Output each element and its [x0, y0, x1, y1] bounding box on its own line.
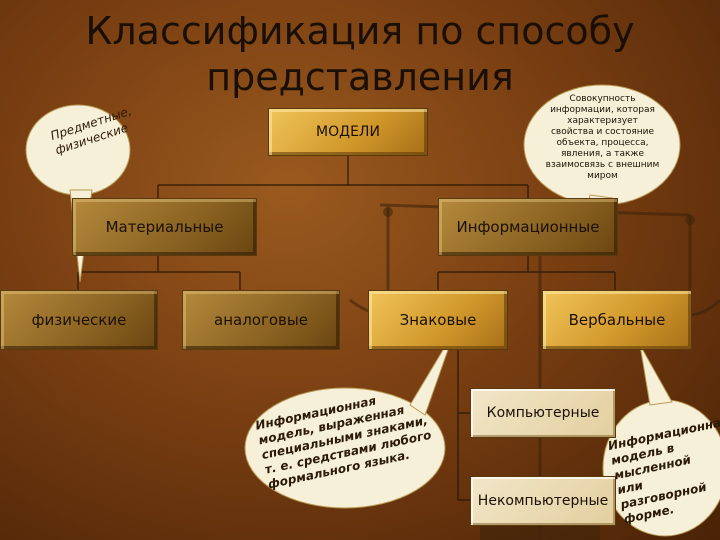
callout-info-definition: Совокупность информации, которая характе… — [545, 94, 660, 181]
node-verbal: Вербальные — [542, 290, 692, 350]
node-analog-label: аналоговые — [214, 311, 308, 329]
node-material: Материальные — [72, 198, 257, 256]
page-title: Классификация по способу представления — [85, 9, 635, 99]
node-computer-label: Компьютерные — [486, 405, 600, 421]
node-noncomputer: Некомпьютерные — [470, 476, 616, 526]
node-noncomputer-label: Некомпьютерные — [477, 493, 609, 509]
node-physical-label: физические — [31, 311, 127, 329]
node-sign: Знаковые — [368, 290, 508, 350]
node-computer: Компьютерные — [470, 388, 616, 438]
node-models-label: МОДЕЛИ — [316, 124, 380, 140]
node-informational-label: Информационные — [456, 218, 600, 236]
node-models: МОДЕЛИ — [268, 108, 428, 156]
node-verbal-label: Вербальные — [568, 311, 666, 329]
node-material-label: Материальные — [105, 218, 224, 236]
node-sign-label: Знаковые — [399, 311, 477, 329]
node-physical: физические — [0, 290, 158, 350]
node-analog: аналоговые — [182, 290, 340, 350]
node-informational: Информационные — [438, 198, 618, 256]
